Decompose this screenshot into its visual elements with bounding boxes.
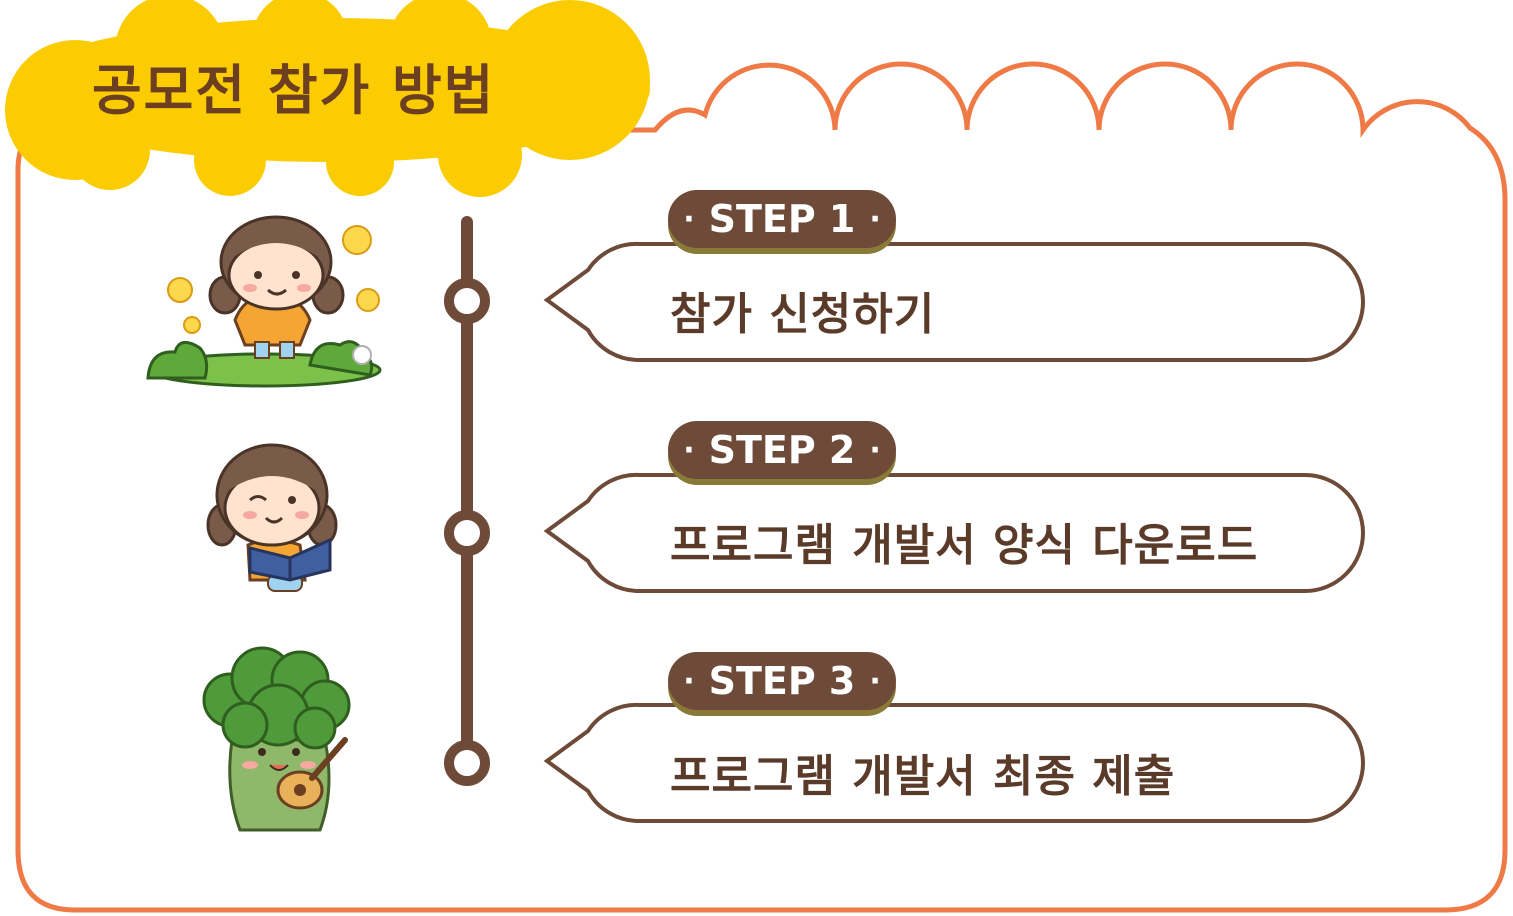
- badge-dot-icon: ·: [683, 432, 695, 468]
- timeline: [444, 216, 490, 786]
- step-badge-label: STEP 1: [708, 197, 856, 241]
- timeline-node-2: [444, 510, 490, 556]
- step-badge-label: STEP 3: [708, 659, 856, 703]
- timeline-node-3: [444, 740, 490, 786]
- step-badge-2: · STEP 2 ·: [668, 421, 896, 479]
- girl-reading-book-icon: [206, 443, 338, 592]
- bubble-step-3: [543, 702, 1365, 824]
- badge-dot-icon: ·: [869, 432, 881, 468]
- step-3: · STEP 3 · 프로그램 개발서 최종 제출: [540, 652, 1380, 852]
- step-badge-label: STEP 2: [708, 428, 856, 472]
- bubble-step-2: [543, 472, 1365, 594]
- step-text-1: 참가 신청하기: [670, 289, 936, 340]
- speech-bubbles: [543, 241, 1365, 824]
- step-badge-3: · STEP 3 ·: [668, 652, 896, 710]
- broccoli-guitar-icon: [202, 646, 351, 832]
- step-2: · STEP 2 · 프로그램 개발서 양식 다운로드: [540, 421, 1380, 621]
- step-badge-1: · STEP 1 ·: [668, 190, 896, 248]
- step-text-2: 프로그램 개발서 양식 다운로드: [670, 520, 1259, 571]
- timeline-node-1: [444, 278, 490, 324]
- badge-dot-icon: ·: [683, 201, 695, 237]
- badge-dot-icon: ·: [869, 663, 881, 699]
- badge-dot-icon: ·: [683, 663, 695, 699]
- step-text-3: 프로그램 개발서 최종 제출: [670, 751, 1176, 802]
- page-title: 공모전 참가 방법: [92, 59, 496, 122]
- girl-running-flowers-icon: [146, 215, 382, 388]
- step-1: · STEP 1 · 참가 신청하기: [540, 190, 1380, 390]
- title-cloud: [5, 0, 650, 197]
- badge-dot-icon: ·: [869, 201, 881, 237]
- bubble-step-1: [543, 241, 1365, 363]
